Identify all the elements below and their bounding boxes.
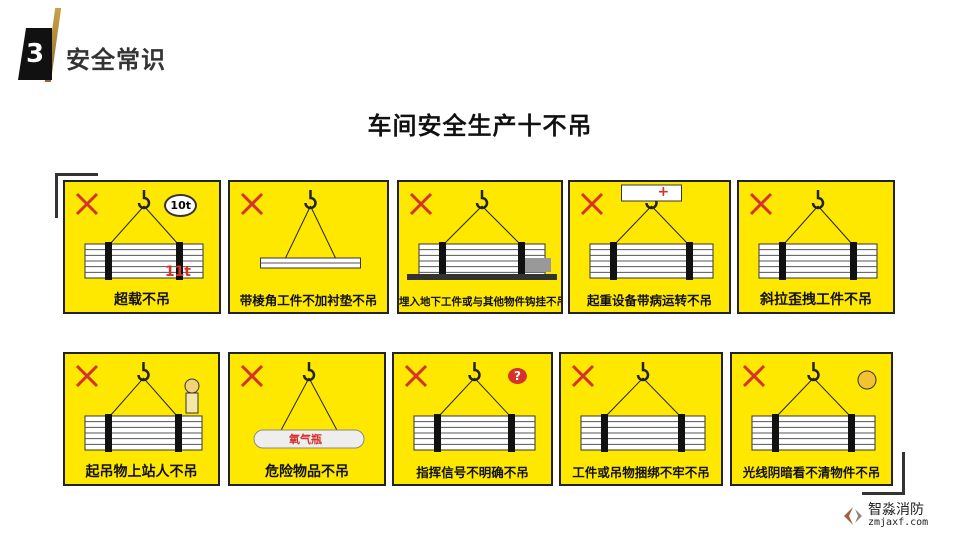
plus-sign: + bbox=[657, 184, 670, 200]
steel-bundle bbox=[260, 257, 361, 269]
steel-bundle bbox=[758, 242, 878, 280]
brand-logo: 智淼消防 zmjaxf.com bbox=[842, 503, 928, 528]
section-title: 安全常识 bbox=[66, 46, 166, 74]
prohibited-cross-icon bbox=[240, 364, 264, 388]
section-number: 3 bbox=[18, 28, 52, 80]
safety-panel: 超载不吊 10t 11t bbox=[63, 180, 221, 314]
prohibited-cross-icon bbox=[409, 192, 433, 216]
crane-hook-icon bbox=[302, 362, 316, 382]
oxygen-cylinder bbox=[253, 429, 365, 449]
prohibited-cross-icon bbox=[75, 192, 99, 216]
crane-hook-icon bbox=[137, 190, 151, 210]
crane-hook-icon bbox=[304, 190, 317, 210]
worker-figure bbox=[184, 378, 200, 414]
equipment-sign bbox=[621, 184, 682, 202]
panel-label: 斜拉歪拽工件不吊 bbox=[760, 292, 872, 308]
safety-panel: 工件或吊物捆绑不牢不吊 bbox=[559, 352, 723, 486]
prohibited-cross-icon bbox=[749, 192, 773, 216]
crane-hook-icon bbox=[475, 190, 489, 210]
brand-mark-icon bbox=[844, 506, 862, 525]
corner-decoration bbox=[862, 452, 905, 495]
prohibited-cross-icon bbox=[75, 364, 99, 388]
safety-panel: 光线阴暗看不清物件不吊 bbox=[730, 352, 893, 486]
panel-label: 危险物品不吊 bbox=[265, 464, 349, 480]
steel-bundle bbox=[580, 414, 706, 452]
prohibited-cross-icon bbox=[404, 364, 428, 388]
panel-label: 起重设备带病运转不吊 bbox=[586, 293, 712, 308]
safety-panel: 危险物品不吊氧气瓶 bbox=[228, 352, 386, 486]
prohibited-cross-icon bbox=[742, 364, 766, 388]
steel-bundle bbox=[589, 242, 714, 280]
panel-label: 指挥信号不明确不吊 bbox=[416, 465, 529, 480]
prohibited-cross-icon bbox=[240, 192, 264, 216]
steel-bundle bbox=[84, 242, 204, 280]
panel-label: 工件或吊物捆绑不牢不吊 bbox=[572, 465, 710, 480]
crane-hook-icon bbox=[807, 362, 820, 382]
brand-name: 智淼消防 bbox=[868, 502, 924, 518]
page-title: 车间安全生产十不吊 bbox=[367, 112, 593, 140]
light-bulb-icon bbox=[857, 370, 877, 390]
crane-hook-icon bbox=[811, 190, 825, 210]
panel-label: 带棱角工件不加衬垫不吊 bbox=[239, 293, 378, 308]
panel-label: 光线阴暗看不清物件不吊 bbox=[742, 465, 881, 480]
steel-bundle bbox=[751, 414, 876, 452]
safety-panel: 起重设备带病运转不吊 + bbox=[568, 180, 731, 314]
corner-decoration bbox=[55, 173, 98, 218]
cylinder-label: 氧气瓶 bbox=[289, 433, 322, 446]
crane-hook-icon bbox=[468, 362, 481, 382]
panel-label: 埋入地下工件或与其他物件钩挂不吊 bbox=[399, 296, 563, 308]
steel-bundle bbox=[84, 414, 203, 452]
safety-panel: 起吊物上站人不吊 bbox=[63, 352, 220, 486]
steel-bundle bbox=[413, 414, 536, 452]
safety-panel: 指挥信号不明确不吊? bbox=[392, 352, 553, 486]
safety-panel: 斜拉歪拽工件不吊 bbox=[737, 180, 895, 314]
load-weight-text: 11t bbox=[164, 264, 191, 280]
crane-hook-icon bbox=[636, 362, 650, 382]
safety-panel: 带棱角工件不加衬垫不吊 bbox=[228, 180, 389, 314]
safety-panel: 埋入地下工件或与其他物件钩挂不吊 bbox=[397, 180, 563, 314]
steel-bundle bbox=[418, 242, 546, 280]
crane-hook-icon bbox=[137, 362, 150, 382]
panel-label: 起吊物上站人不吊 bbox=[85, 464, 198, 480]
prohibited-cross-icon bbox=[580, 192, 604, 216]
weight-limit-badge: 10t bbox=[164, 194, 197, 217]
prohibited-cross-icon bbox=[571, 364, 595, 388]
brand-url: zmjaxf.com bbox=[868, 517, 929, 528]
panel-label: 超载不吊 bbox=[114, 292, 170, 308]
question-mark-icon: ? bbox=[508, 368, 527, 384]
